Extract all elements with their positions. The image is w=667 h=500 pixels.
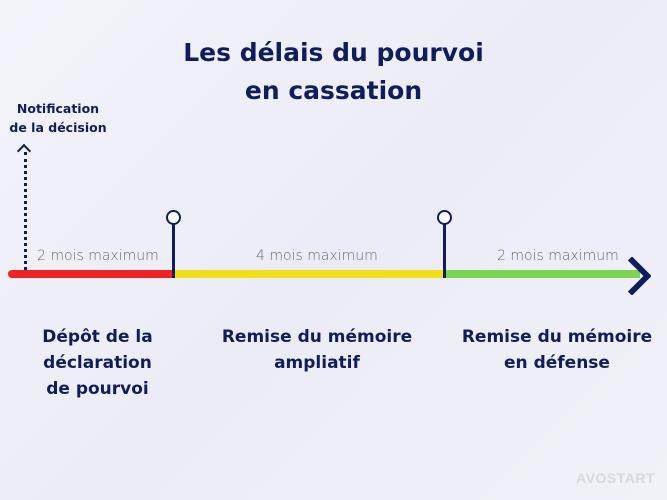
step-1-line-1: Dépôt de la [42, 327, 153, 347]
step-2-line-2: ampliatif [274, 353, 360, 373]
timeline-segment-2 [174, 270, 444, 278]
dotted-line [24, 152, 27, 270]
step-3-line-1: Remise du mémoire [461, 327, 653, 347]
title-line-1: Les délais du pourvoi [183, 38, 484, 67]
title-line-2: en cassation [244, 76, 423, 105]
notification-label: Notification de la décision [8, 99, 108, 137]
timeline-segment-1 [8, 270, 174, 278]
brand-watermark: AVOSTART [576, 470, 655, 486]
timeline-segment-3 [444, 270, 640, 278]
milestone-circle-icon [437, 210, 452, 225]
milestone-pin-1 [172, 222, 175, 278]
step-1-line-3: de pourvoi [46, 379, 149, 399]
step-2-line-1: Remise du mémoire [221, 327, 413, 347]
duration-label-1: 2 mois maximum [37, 248, 159, 264]
milestone-pin-2 [443, 222, 446, 278]
milestone-circle-icon [166, 210, 181, 225]
duration-label-3: 2 mois maximum [497, 248, 619, 264]
step-2-label: Remise du mémoire ampliatif [207, 324, 427, 376]
step-3-label: Remise du mémoire en défense [447, 324, 667, 376]
duration-label-2: 4 mois maximum [256, 248, 378, 264]
notification-line-1: Notification [16, 101, 100, 116]
step-1-line-2: déclaration [43, 353, 152, 373]
step-3-line-2: en défense [504, 353, 610, 373]
step-1-label: Dépôt de la déclaration de pourvoi [20, 324, 175, 402]
notification-line-2: de la décision [9, 120, 107, 135]
diagram-title: Les délais du pourvoi en cassation [0, 34, 667, 110]
